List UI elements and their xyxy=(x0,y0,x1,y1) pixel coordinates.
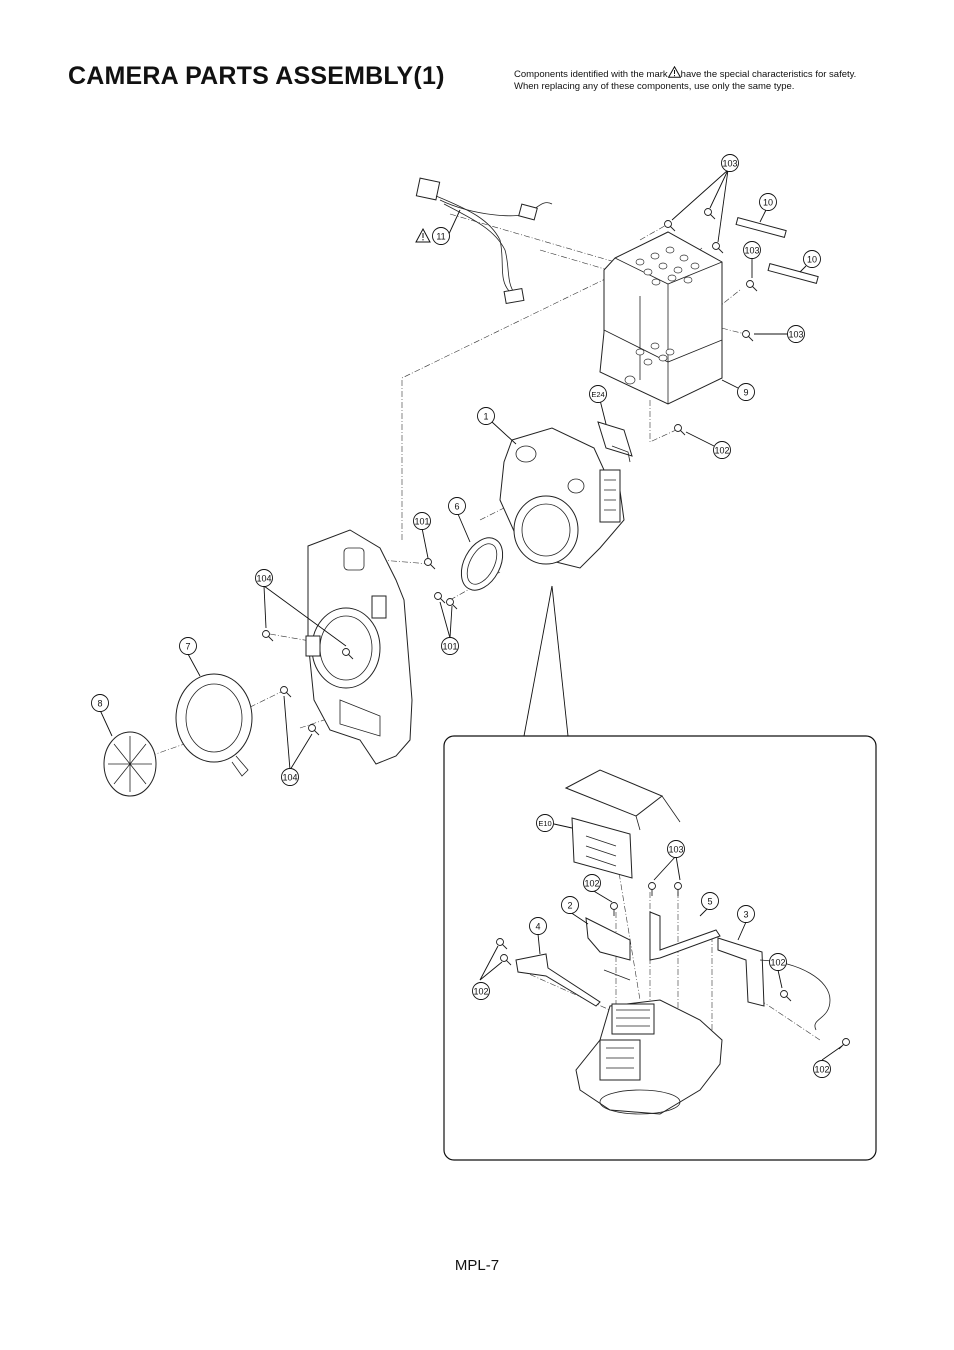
callout-102-inset-bottom: 102 xyxy=(813,1060,831,1078)
lens-ring-7 xyxy=(175,673,253,777)
callout-102-inset-top: 102 xyxy=(583,874,601,892)
leader-lines-main xyxy=(99,169,807,771)
svg-text:2: 2 xyxy=(567,901,572,911)
svg-text:3: 3 xyxy=(743,910,748,920)
insulator-sheet-10-lower xyxy=(767,263,819,284)
warning-triangle-icon xyxy=(667,66,681,78)
screws-main xyxy=(262,208,758,736)
svg-text:102: 102 xyxy=(714,446,729,456)
page-title: CAMERA PARTS ASSEMBLY(1) xyxy=(68,62,445,90)
svg-text:102: 102 xyxy=(814,1065,829,1075)
svg-text:E24: E24 xyxy=(591,390,604,399)
callout-6: 6 xyxy=(448,497,466,515)
insulator-sheet-10-upper xyxy=(735,217,787,238)
callout-102-main: 102 xyxy=(713,441,731,459)
camera-block-1 xyxy=(499,427,625,569)
svg-text:E10: E10 xyxy=(538,819,551,828)
detail-inset-frame xyxy=(443,735,877,1161)
mount-ring-6 xyxy=(460,537,504,591)
callout-10-upper: 10 xyxy=(759,193,777,211)
inset-bracket-5 xyxy=(649,911,721,961)
svg-text:102: 102 xyxy=(473,987,488,997)
svg-text:6: 6 xyxy=(454,502,459,512)
callout-104-lower: 104 xyxy=(281,768,299,786)
leader-lines-inset xyxy=(479,823,843,1061)
inset-wire xyxy=(759,959,831,1031)
inset-plate-3 xyxy=(717,937,765,1007)
callout-3: 3 xyxy=(737,905,755,923)
callout-102-inset-right: 102 xyxy=(769,953,787,971)
svg-text:103: 103 xyxy=(722,159,737,169)
lens-cover-8 xyxy=(103,731,157,797)
svg-text:102: 102 xyxy=(770,958,785,968)
callout-103-top: 103 xyxy=(721,154,739,172)
callout-5: 5 xyxy=(701,892,719,910)
shield-vent-holes xyxy=(624,246,700,385)
svg-text:1: 1 xyxy=(483,412,488,422)
callout-e10: E10 xyxy=(536,814,554,832)
callout-103-mid: 103 xyxy=(743,241,761,259)
callout-103-inset: 103 xyxy=(667,840,685,858)
front-panel xyxy=(305,529,413,765)
callout-9: 9 xyxy=(737,383,755,401)
callout-1: 1 xyxy=(477,407,495,425)
svg-text:104: 104 xyxy=(256,574,271,584)
callout-102-inset-left: 102 xyxy=(472,982,490,1000)
callout-2: 2 xyxy=(561,896,579,914)
svg-text:102: 102 xyxy=(584,879,599,889)
callout-103-right: 103 xyxy=(787,325,805,343)
safety-note-line2: When replacing any of these components, … xyxy=(514,81,795,92)
svg-text:104: 104 xyxy=(282,773,297,783)
svg-text:101: 101 xyxy=(442,642,457,652)
svg-text:5: 5 xyxy=(707,897,712,907)
svg-text:103: 103 xyxy=(788,330,803,340)
inset-board-e10 xyxy=(571,817,633,879)
callout-11: 11 xyxy=(432,227,450,245)
callout-8: 8 xyxy=(91,694,109,712)
callout-7: 7 xyxy=(179,637,197,655)
inset-cover-plate xyxy=(564,769,681,831)
callout-10-lower: 10 xyxy=(803,250,821,268)
svg-text:7: 7 xyxy=(185,642,190,652)
svg-text:4: 4 xyxy=(535,922,540,932)
callout-4: 4 xyxy=(529,917,547,935)
svg-text:10: 10 xyxy=(807,255,817,265)
page-number: MPL-7 xyxy=(454,1257,500,1274)
inset-bracket-4 xyxy=(515,953,601,1007)
callout-e24: E24 xyxy=(589,385,607,403)
svg-text:9: 9 xyxy=(743,388,748,398)
callout-101-upper: 101 xyxy=(413,512,431,530)
shield-case-9 xyxy=(599,231,723,405)
svg-text:103: 103 xyxy=(744,246,759,256)
callout-11-warning-triangle-icon xyxy=(415,227,431,243)
wire-harness-11 xyxy=(415,177,553,305)
callout-104-upper: 104 xyxy=(255,569,273,587)
inset-bracket-2 xyxy=(585,917,631,981)
svg-text:103: 103 xyxy=(668,845,683,855)
svg-text:10: 10 xyxy=(763,198,773,208)
inset-sensor-block xyxy=(575,999,723,1115)
svg-text:101: 101 xyxy=(414,517,429,527)
board-e24 xyxy=(597,421,633,463)
svg-text:11: 11 xyxy=(436,232,445,242)
svg-text:8: 8 xyxy=(97,699,102,709)
callout-101-lower: 101 xyxy=(441,637,459,655)
